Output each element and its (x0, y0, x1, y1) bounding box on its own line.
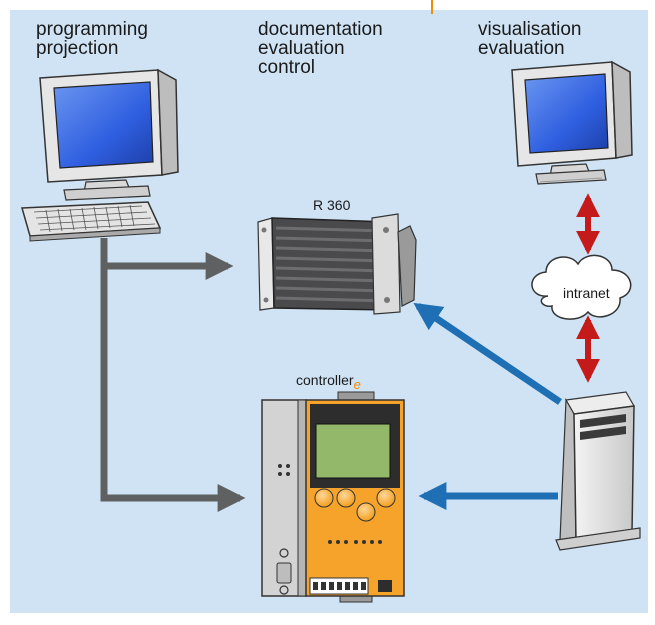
label-r360: R 360 (313, 197, 351, 213)
label-visualisation: visualisation (478, 19, 582, 40)
visualisation-computer-icon (511, 60, 633, 185)
label-control: control (258, 57, 316, 78)
programming-link-arrows (100, 238, 246, 512)
programming-computer-icon (21, 68, 179, 242)
arrow-to-controller (100, 266, 246, 512)
r360-module-icon (257, 213, 417, 315)
intranet-cloud-icon (531, 254, 632, 320)
label-controller-sub: e (353, 377, 361, 392)
server-tower-icon (555, 391, 641, 551)
label-controller: controllere (296, 372, 361, 392)
label-evaluation-center: evaluation (258, 38, 345, 59)
label-intranet: intranet (563, 285, 610, 301)
label-projection: projection (36, 38, 119, 59)
label-controller-main: controller (296, 372, 354, 388)
label-programming: programming (36, 19, 148, 40)
controller-device-icon (261, 391, 405, 603)
label-documentation: documentation (258, 19, 383, 40)
server-link-arrows (413, 302, 562, 510)
arrow-server-to-r360 (413, 302, 562, 405)
label-evaluation-right: evaluation (478, 38, 565, 59)
